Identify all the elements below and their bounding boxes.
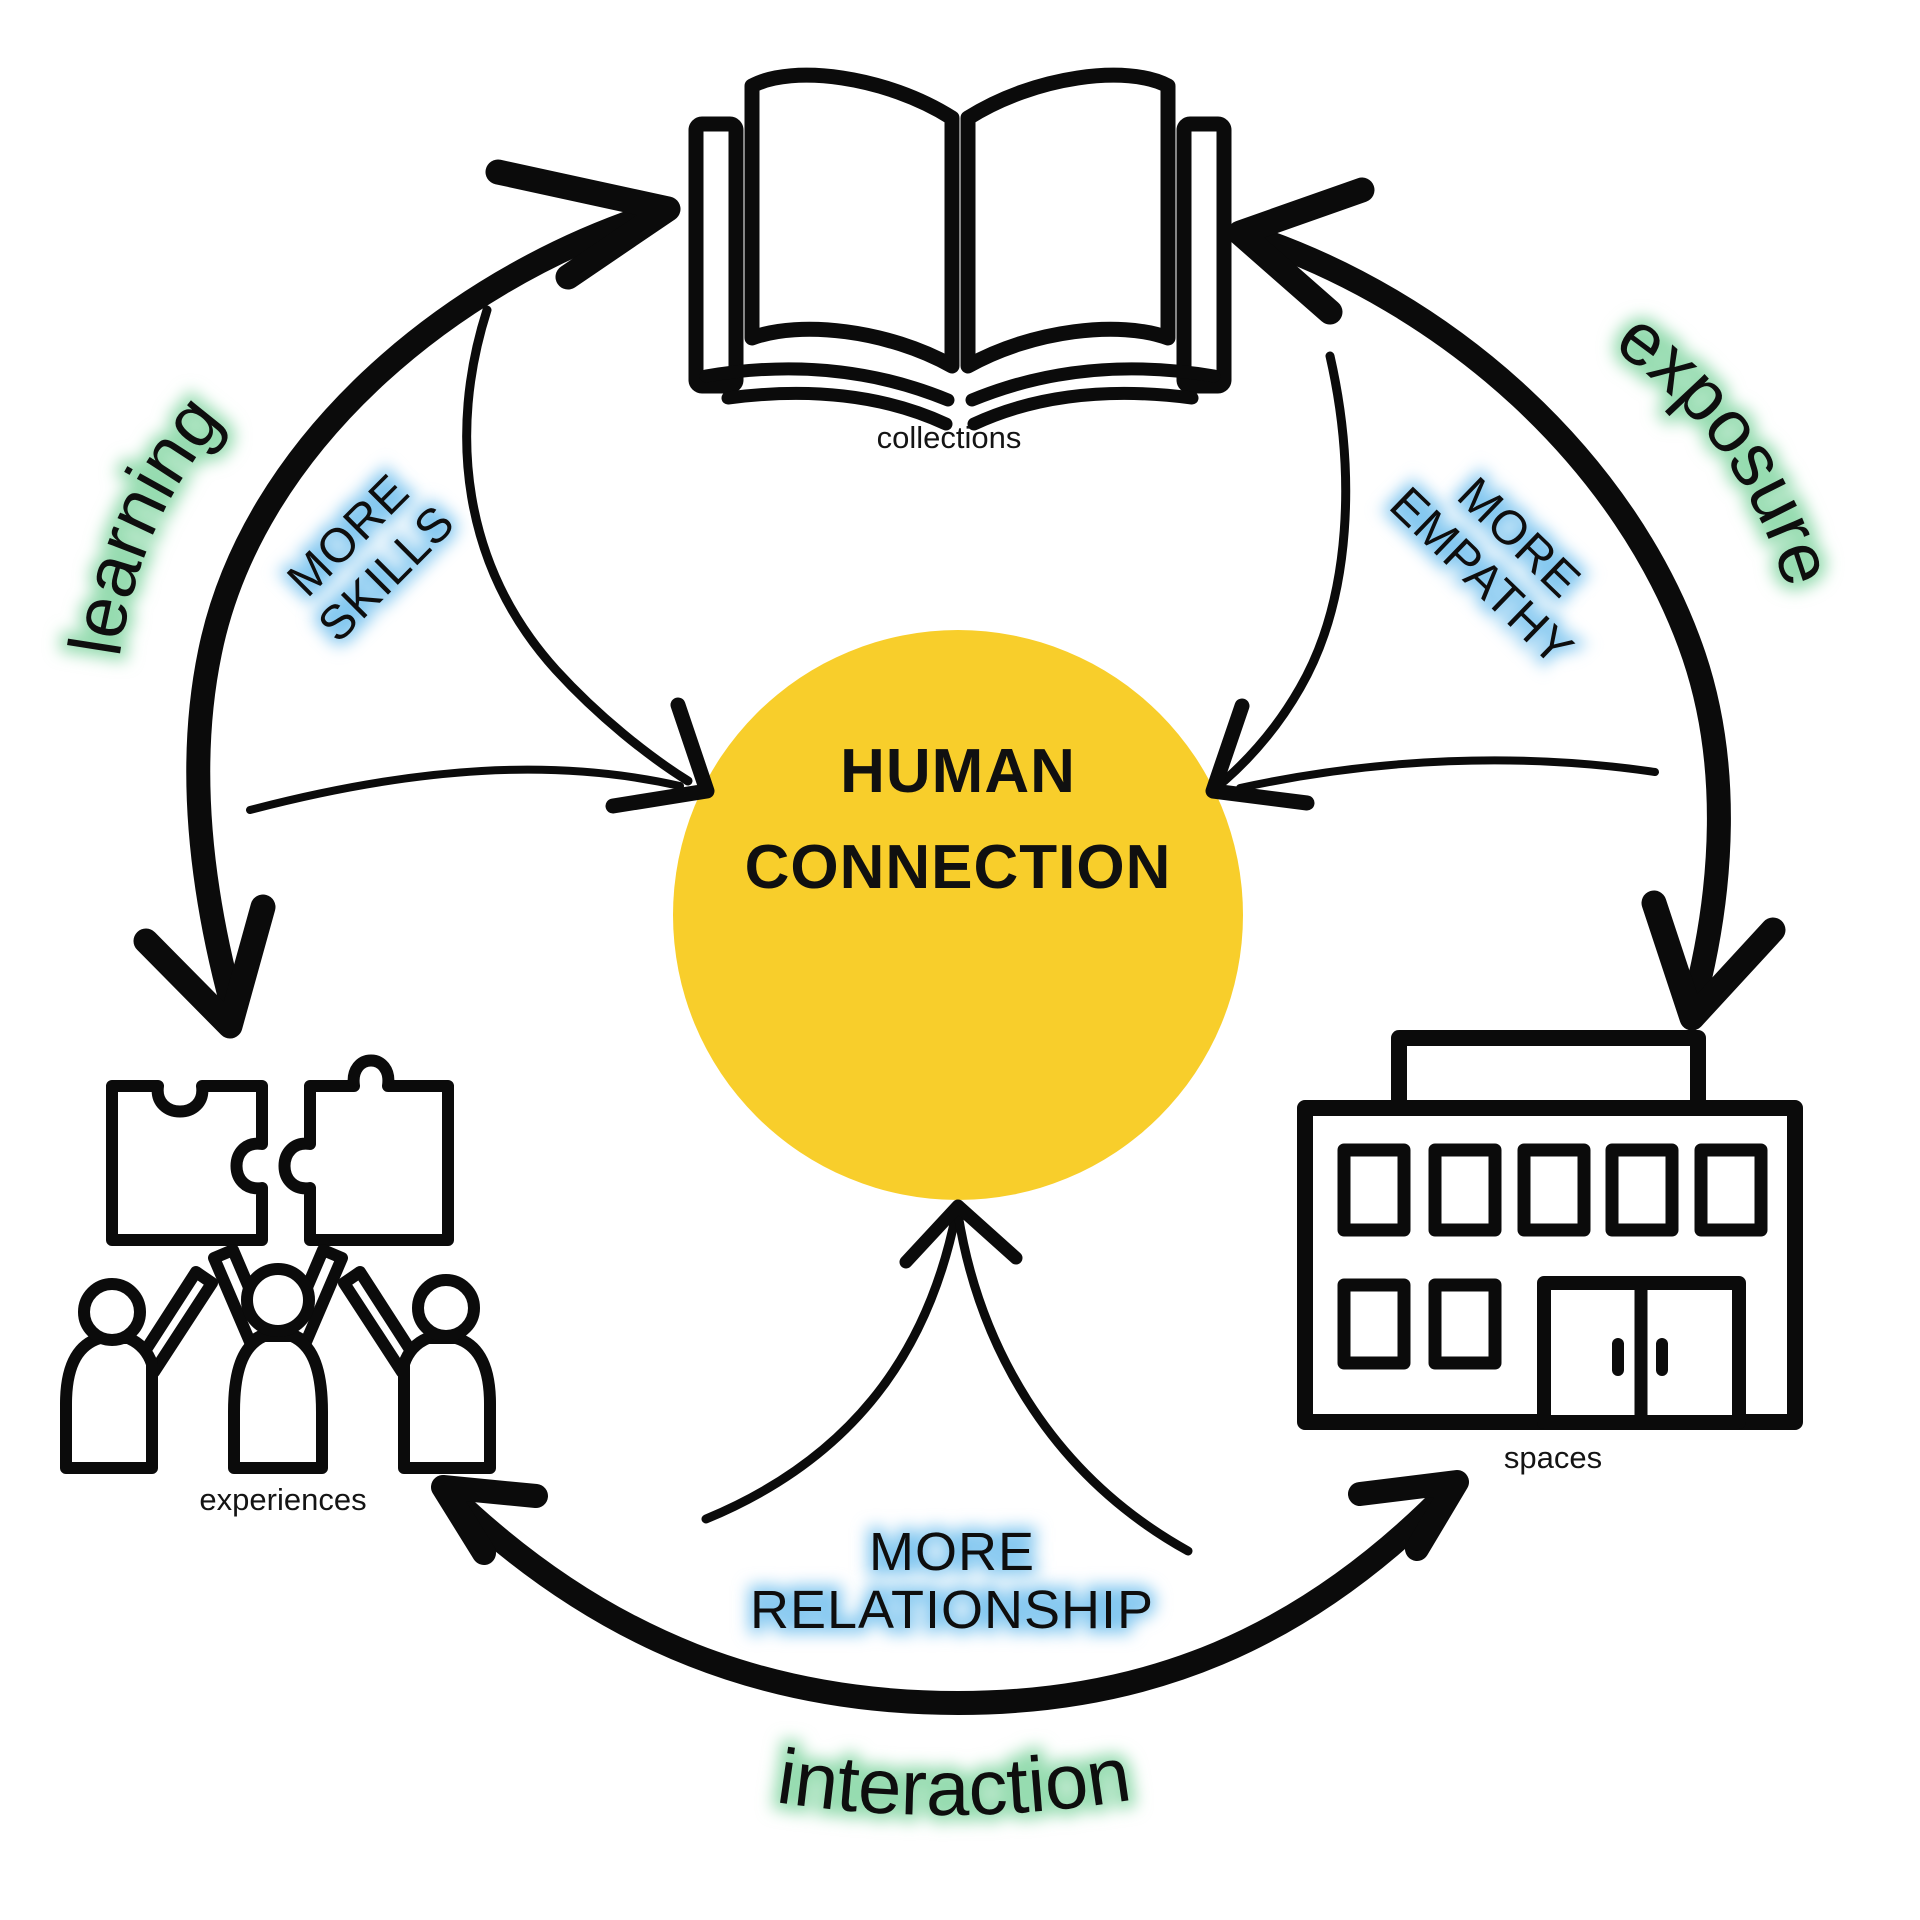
svg-text:RELATIONSHIP: RELATIONSHIP [750, 1580, 1154, 1640]
door-handle [1612, 1338, 1624, 1376]
interaction-arrowhead-left [431, 1475, 548, 1565]
window [1694, 1143, 1768, 1237]
experiences-label: experiences [199, 1482, 366, 1517]
interaction-arc-arrow [431, 1470, 1469, 1715]
window [1428, 1143, 1502, 1237]
svg-text:interaction: interaction [772, 1729, 1135, 1832]
svg-text:MORE: MORE [869, 1522, 1035, 1582]
more-relationship-label: MORE RELATIONSHIP MORE RELATIONSHIP [744, 1517, 1158, 1646]
collections-label: collections [877, 420, 1022, 455]
teamwork-puzzle-icon [60, 1054, 496, 1474]
more-relationship-arrow [701, 1199, 1193, 1556]
puzzle-piece-right [278, 1054, 454, 1246]
more-skills-arrow [246, 305, 715, 814]
window [1428, 1278, 1502, 1370]
open-book-icon [688, 67, 1232, 431]
exposure-arc-arrow [1227, 177, 1786, 1031]
exposure-arrowhead-top [1227, 177, 1375, 325]
puzzle-piece-left [106, 1080, 268, 1246]
hub-title-line1: HUMAN [840, 737, 1076, 806]
learning-arc-arrow [133, 159, 681, 1039]
learning-arrowhead-bottom [133, 894, 276, 1039]
window [1337, 1143, 1411, 1237]
window [1605, 1143, 1679, 1237]
window [1517, 1143, 1591, 1237]
door-handle [1656, 1338, 1668, 1376]
learning-arrowhead-top [485, 159, 681, 290]
hub-title-line2: CONNECTION [745, 833, 1172, 902]
interaction-flow-label: interaction interaction [765, 1722, 1142, 1839]
more-skills-label: MORE SKILLS MORE SKILLS [272, 459, 471, 658]
spaces-label: spaces [1504, 1440, 1602, 1475]
exposure-arrowhead-bottom [1641, 890, 1786, 1031]
svg-text:RELATIONSHIP: RELATIONSHIP [750, 1580, 1154, 1640]
building-icon [1297, 1030, 1803, 1430]
svg-text:MORE: MORE [869, 1522, 1035, 1582]
interaction-arrowhead-right [1348, 1470, 1469, 1561]
more-empathy-arrow [1205, 351, 1659, 811]
window [1337, 1278, 1411, 1370]
human-connection-hub [673, 630, 1243, 1200]
